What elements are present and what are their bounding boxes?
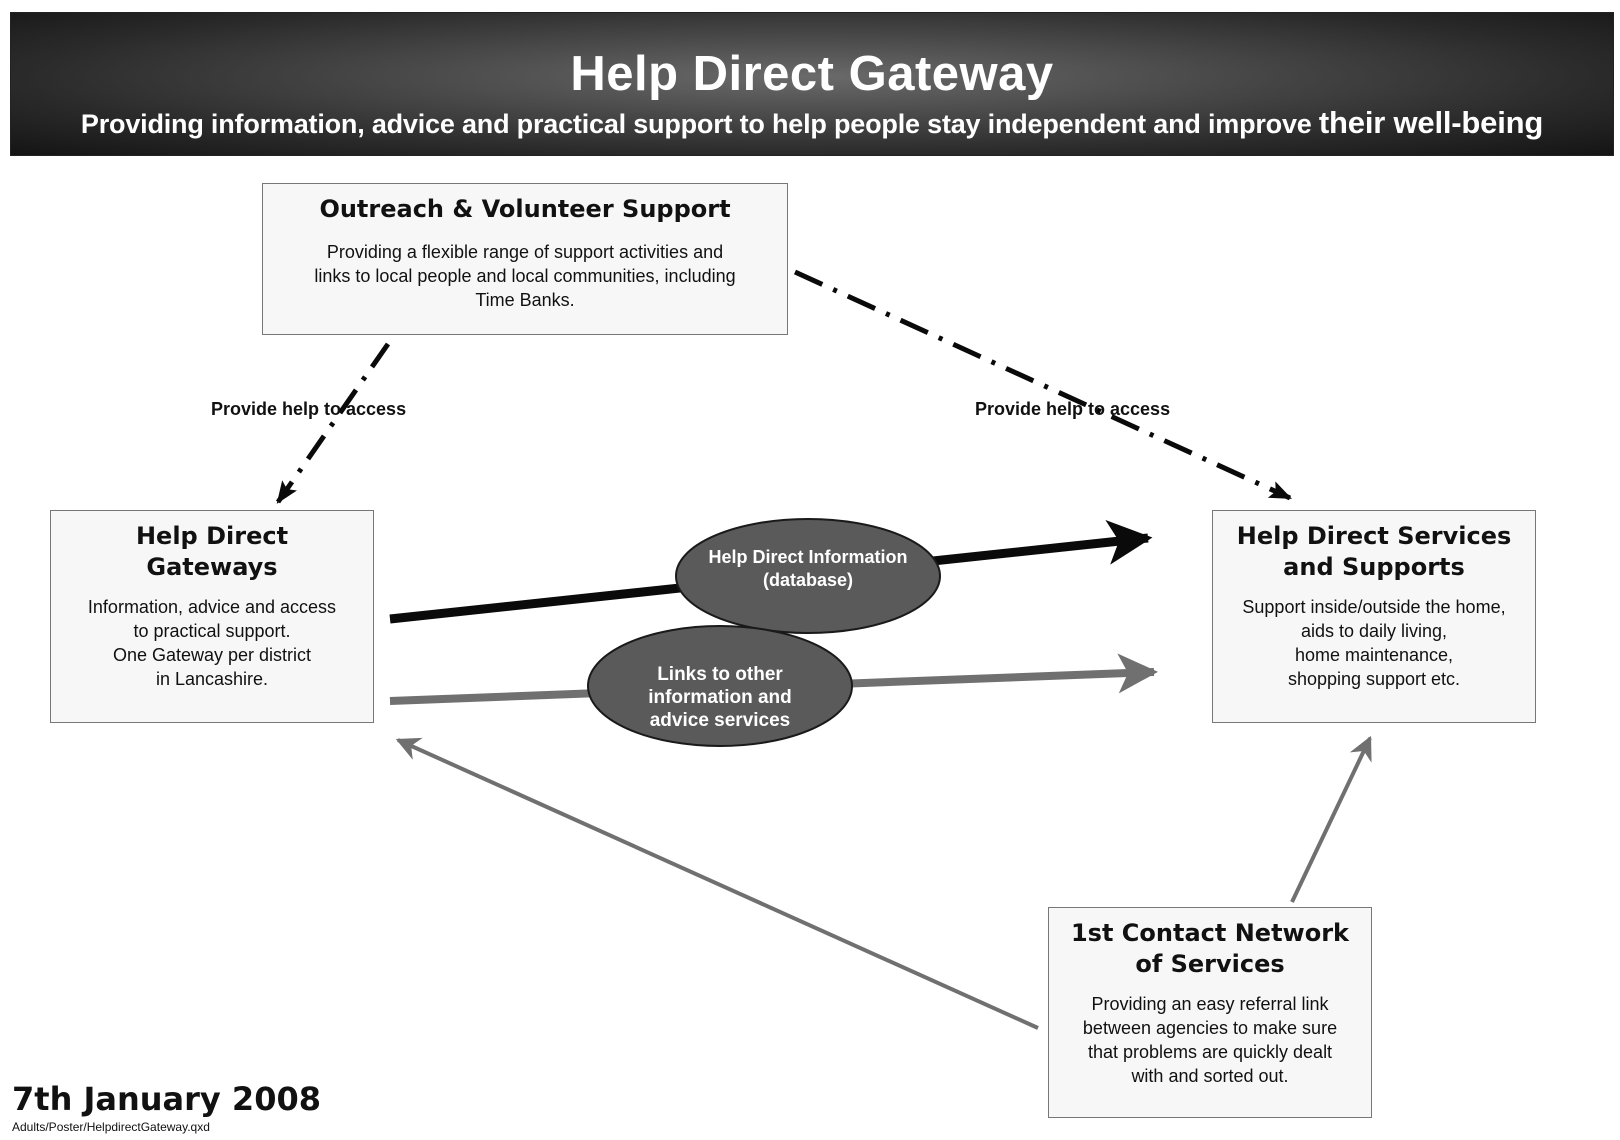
edge-contact-to-gateways	[395, 737, 1039, 1030]
links-label-line: advice services	[649, 710, 791, 731]
services-description: Support inside/outside the home, aids to…	[1213, 595, 1535, 691]
gateways-line: One Gateway per district	[112, 645, 312, 665]
subtitle-main: Providing information, advice and practi…	[80, 109, 1319, 139]
page-title: Help Direct Gateway	[570, 47, 1054, 101]
outreach-volunteer-support-box: Outreach & Volunteer Support Providing a…	[262, 183, 788, 335]
outreach-line: Time Banks.	[475, 290, 575, 310]
contact-line: between agencies to make sure	[1082, 1018, 1338, 1038]
links-ellipse	[587, 625, 853, 747]
services-line: Support inside/outside the home,	[1242, 597, 1506, 617]
page-subtitle: Providing information, advice and practi…	[16, 105, 1608, 141]
links-label-line: information and	[648, 687, 792, 708]
gateways-description: Information, advice and access to practi…	[51, 595, 373, 691]
contact-line: that problems are quickly dealt	[1087, 1042, 1333, 1062]
services-line: home maintenance,	[1294, 645, 1454, 665]
services-line: shopping support etc.	[1287, 669, 1461, 689]
database-label-line: (database)	[762, 570, 854, 590]
outreach-line: links to local people and local communit…	[314, 266, 736, 286]
gateways-line: in Lancashire.	[155, 669, 269, 689]
header-banner: Help Direct Gateway Providing informatio…	[10, 12, 1614, 156]
help-direct-services-box: Help Direct Services and Supports Suppor…	[1212, 510, 1536, 723]
outreach-line: Providing a flexible range of support ac…	[326, 242, 724, 262]
file-path: Adults/Poster/HelpdirectGateway.qxd	[12, 1120, 210, 1134]
database-ellipse	[675, 518, 941, 634]
gateways-line: to practical support.	[133, 621, 291, 641]
services-title: Help Direct Services and Supports	[1213, 521, 1535, 583]
services-title-line: and Supports	[1283, 553, 1465, 581]
database-label-line: Help Direct Information	[708, 547, 908, 567]
gateways-title-line: Help Direct	[135, 522, 289, 550]
services-line: aids to daily living,	[1300, 621, 1448, 641]
gateways-line: Information, advice and access	[87, 597, 337, 617]
gateways-title: Help Direct Gateways	[51, 521, 373, 583]
outreach-description: Providing a flexible range of support ac…	[263, 240, 787, 312]
contact-line: with and sorted out.	[1131, 1066, 1289, 1086]
outreach-title: Outreach & Volunteer Support	[319, 195, 731, 223]
help-direct-gateways-box: Help Direct Gateways Information, advice…	[50, 510, 374, 723]
edge-label-outreach-gateways: Provide help to access	[211, 399, 407, 419]
first-contact-network-box: 1st Contact Network of Services Providin…	[1048, 907, 1372, 1118]
edge-outreach-to-gateways	[275, 342, 391, 504]
contact-line: Providing an easy referral link	[1091, 994, 1329, 1014]
poster-date: 7th January 2008	[12, 1080, 321, 1118]
edge-label-outreach-services: Provide help to access	[975, 399, 1171, 419]
gateways-title-line: Gateways	[146, 553, 278, 581]
links-ellipse-label: Links to other information and advice se…	[605, 663, 835, 732]
edge-contact-to-services	[1290, 735, 1372, 903]
database-ellipse-label: Help Direct Information (database)	[688, 546, 928, 592]
edge-outreach-to-services	[793, 269, 1293, 501]
services-title-line: Help Direct Services	[1236, 522, 1512, 550]
links-label-line: Links to other	[657, 664, 783, 685]
contact-description: Providing an easy referral link between …	[1049, 992, 1371, 1088]
contact-title: 1st Contact Network of Services	[1049, 918, 1371, 980]
contact-title-line: 1st Contact Network	[1070, 919, 1349, 947]
contact-title-line: of Services	[1135, 950, 1285, 978]
subtitle-emphasis: their well-being	[1318, 105, 1544, 140]
